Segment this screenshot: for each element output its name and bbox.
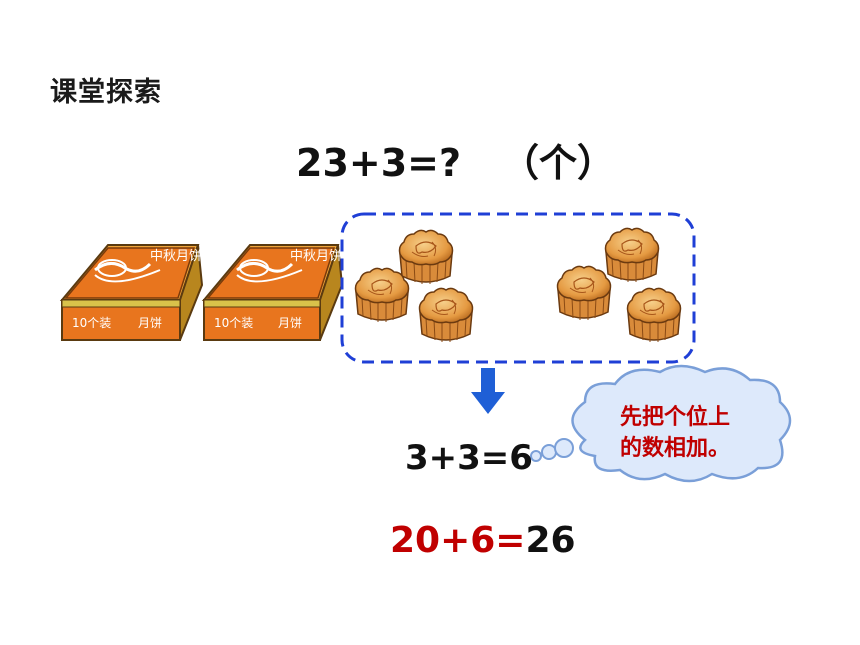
box-2-lid-text: 中秋月饼	[290, 249, 342, 264]
down-arrow-icon	[471, 368, 505, 414]
step2-equation: 20+6=26	[390, 520, 576, 561]
step2-result: 26	[525, 520, 576, 561]
step2-tens-part: 20+6=	[390, 520, 526, 561]
step1-equation: 3+3=6	[405, 438, 533, 478]
mooncake-icon	[418, 287, 474, 343]
thought-bubble-line1: 先把个位上	[620, 405, 731, 430]
mooncake-box-2: 中秋月饼 10个装 月饼	[201, 244, 344, 341]
thought-bubble	[530, 364, 792, 483]
mooncake-box-1: 中秋月饼 10个装 月饼	[59, 244, 204, 341]
loose-mooncakes	[354, 227, 682, 343]
box-1-lid-text: 中秋月饼	[150, 249, 202, 264]
thought-bubble-text: 先把个位上 的数相加。	[620, 402, 780, 464]
mooncake-icon	[626, 287, 682, 343]
mooncake-icon	[604, 227, 660, 283]
question-unit: （个）	[501, 141, 616, 185]
mooncake-icon	[398, 229, 454, 285]
section-title: 课堂探索	[50, 77, 162, 108]
dashed-group-border	[340, 212, 696, 364]
thought-bubble-line2: 的数相加。	[620, 436, 731, 461]
question-expression: 23+3=?	[296, 141, 462, 185]
mooncake-icon	[556, 265, 612, 321]
box-1-side-count: 10个装	[72, 316, 111, 330]
box-2-side-name: 月饼	[278, 316, 302, 330]
box-1-side-name: 月饼	[138, 316, 162, 330]
question-equation: 23+3=? （个）	[296, 132, 615, 187]
mooncake-icon	[354, 267, 410, 323]
box-2-side-count: 10个装	[214, 316, 253, 330]
